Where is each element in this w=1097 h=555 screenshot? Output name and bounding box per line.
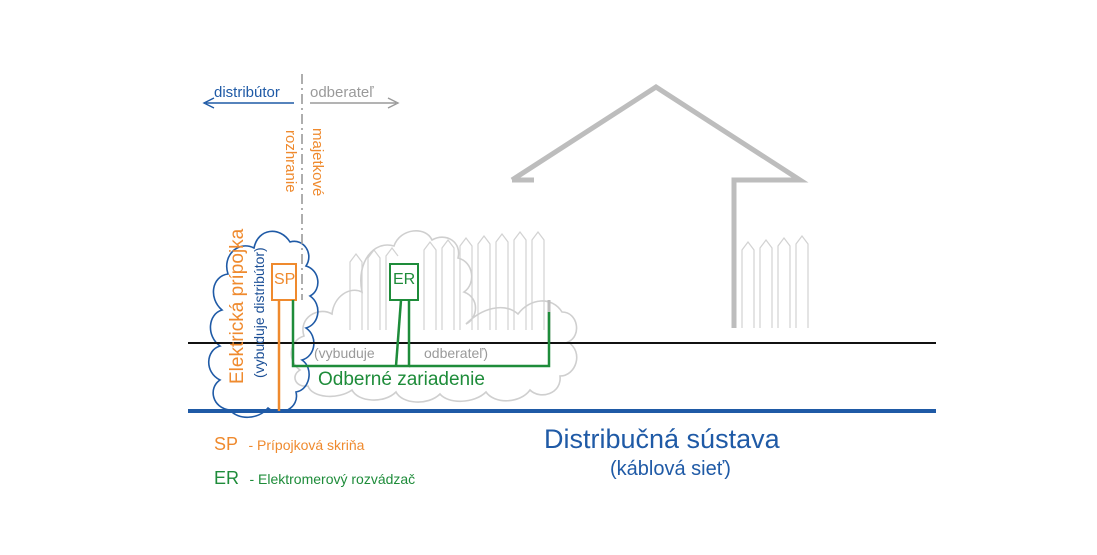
er-to-house-cable	[409, 312, 551, 368]
fence	[349, 231, 809, 330]
legend-abbr-sp: SP	[214, 434, 239, 454]
network-title: Distribučná sústava	[544, 424, 780, 454]
legend-text-sp: - Prípojková skriňa	[248, 437, 365, 453]
consumer-cable	[291, 300, 411, 368]
consumer-note-part2: odberateľ)	[424, 345, 489, 361]
er-cable-right	[394, 299, 403, 367]
consumer-installation-label: Odberné zariadenie	[318, 369, 485, 390]
distributor-arrow	[202, 97, 294, 109]
connection-label: Elektrická prípojka	[227, 228, 248, 384]
sp-box-label: SP	[274, 271, 296, 288]
distributor-label: distribútor	[214, 84, 280, 101]
consumer-header-label: odberateľ	[310, 84, 374, 101]
er-box	[389, 263, 419, 301]
connection-sublabel: (vybuduje distribútor)	[251, 247, 267, 378]
boundary-word-rozhranie: rozhranie	[282, 130, 299, 193]
legend-abbr-er: ER	[214, 468, 240, 488]
house	[510, 84, 809, 328]
legend-text-er: - Elektromerový rozvádzač	[249, 471, 416, 487]
network-subtitle: (káblová sieť)	[610, 458, 731, 480]
er-box-label: ER	[393, 271, 416, 288]
boundary-word-majetkove: majetkové	[309, 128, 326, 197]
consumer-bush	[290, 230, 578, 403]
consumer-note-part1: (vybuduje	[314, 345, 375, 361]
consumer-arrow	[310, 97, 400, 109]
legend-item-sp: SP - Prípojková skriňa	[214, 434, 364, 455]
sp-box	[271, 263, 297, 301]
legend-item-er: ER - Elektromerový rozvádzač	[214, 468, 415, 489]
